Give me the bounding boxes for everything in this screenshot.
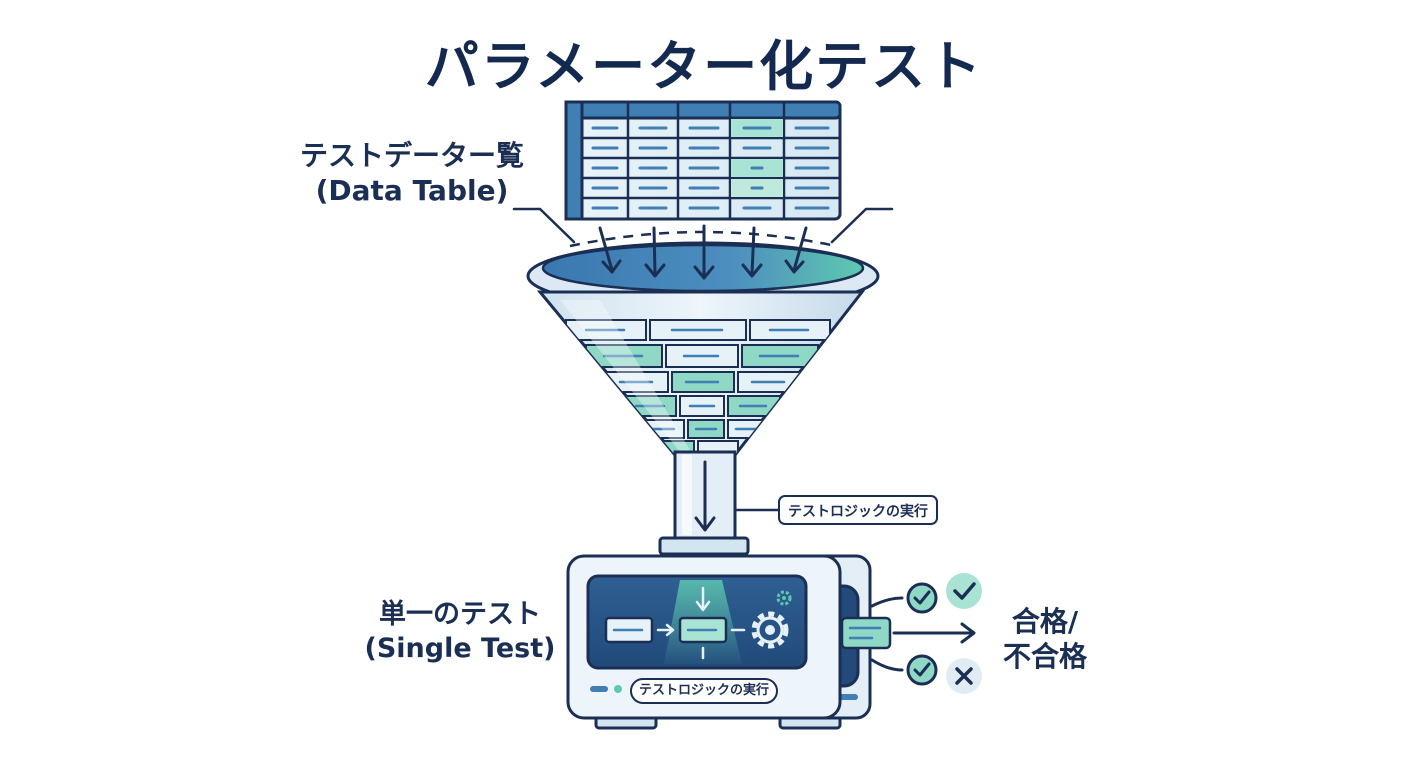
test-machine bbox=[566, 554, 892, 730]
result-label-fail: 不合格 bbox=[1002, 640, 1087, 673]
single-test-label-ja: 単一のテスト bbox=[379, 599, 541, 630]
cross-icon bbox=[946, 658, 982, 694]
funnel bbox=[526, 224, 880, 556]
result-label-pass: 合格/ bbox=[1011, 605, 1079, 638]
status-pill: テストロジックの実行 bbox=[630, 678, 778, 704]
check-icon bbox=[906, 654, 938, 686]
check-icon bbox=[946, 573, 982, 609]
single-test-label: 単一のテスト (Single Test) bbox=[360, 598, 560, 666]
check-icon bbox=[906, 582, 938, 614]
arrow-right-icon bbox=[960, 622, 976, 644]
logic-callout: テストロジックの実行 bbox=[778, 495, 938, 525]
data-table-label-en: (Data Table) bbox=[315, 174, 509, 207]
result-label: 合格/ 不合格 bbox=[990, 604, 1100, 674]
data-table-label-ja: テストデーター覧 bbox=[299, 139, 524, 172]
gear-icon bbox=[776, 590, 792, 606]
page-title: パラメーター化テスト bbox=[424, 35, 984, 98]
single-test-label-en: (Single Test) bbox=[364, 632, 556, 664]
arrow-down-icon bbox=[598, 224, 808, 280]
gear-icon bbox=[751, 611, 789, 649]
data-table-label: テストデーター覧 (Data Table) bbox=[296, 138, 528, 208]
data-table bbox=[564, 100, 842, 221]
